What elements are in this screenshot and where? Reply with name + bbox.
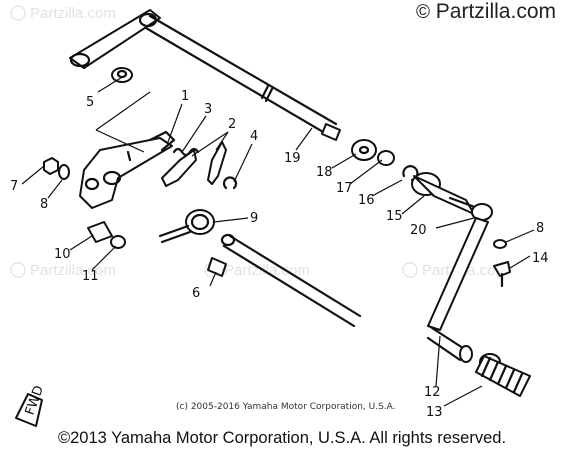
callout-labels: 1 2 3 4 5 6 7 8 8 9 10 11 12 13 14 15 16…	[10, 89, 549, 420]
bolt-10	[87, 221, 126, 249]
callout-11: 11	[82, 269, 99, 284]
foot-rubber-13	[475, 353, 531, 397]
callout-5: 5	[86, 95, 94, 110]
circlip-4	[222, 176, 238, 190]
shift-lever-assembly	[79, 130, 176, 209]
washer-8-right	[493, 239, 507, 249]
shift-shaft	[69, 9, 341, 141]
callout-19: 19	[284, 151, 301, 166]
callout-12: 12	[424, 385, 441, 400]
stopper-pin-6	[207, 257, 227, 277]
watermark-mid-left: Partzilla.com	[10, 262, 116, 279]
callout-2: 2	[228, 117, 236, 132]
callout-13: 13	[426, 405, 443, 420]
watermark-top-left: Partzilla.com	[10, 5, 116, 22]
callout-8-right: 8	[536, 221, 544, 236]
callout-17: 17	[336, 181, 353, 196]
lower-shaft	[220, 233, 362, 328]
callout-4: 4	[250, 129, 258, 144]
spring-3	[172, 147, 200, 157]
return-spring-9	[158, 209, 215, 244]
footer-copyright: ©2013 Yamaha Motor Corporation, U.S.A. A…	[57, 429, 507, 447]
callout-20: 20	[410, 223, 427, 238]
partzilla-brand: © Partzilla.com	[416, 0, 556, 24]
callout-18: 18	[316, 165, 333, 180]
leader-lines	[21, 75, 535, 407]
callout-14: 14	[532, 251, 549, 266]
brand-site-text: Partzilla.com	[435, 0, 556, 23]
callout-6: 6	[192, 286, 200, 301]
shift-pawls	[161, 141, 227, 187]
washer-18	[351, 139, 377, 161]
svg-text:Partzilla.com: Partzilla.com	[30, 262, 116, 279]
fwd-arrow-badge: FWD	[15, 384, 47, 427]
inner-copyright-line: (c) 2005-2016 Yamaha Motor Corporation, …	[176, 402, 396, 412]
callout-9: 9	[250, 211, 258, 226]
washer-17	[377, 150, 395, 166]
washer-5	[111, 67, 133, 83]
callout-15: 15	[386, 209, 403, 224]
bolt-14	[493, 261, 511, 288]
svg-text:FWD: FWD	[23, 384, 47, 418]
washer-8-left	[58, 164, 70, 180]
callout-10: 10	[54, 247, 71, 262]
callout-8-left: 8	[40, 197, 48, 212]
callout-7: 7	[10, 179, 18, 194]
callout-16: 16	[358, 193, 375, 208]
copyright-symbol: ©	[415, 2, 430, 23]
svg-text:Partzilla.com: Partzilla.com	[224, 262, 310, 279]
callout-1: 1	[181, 89, 189, 104]
callout-3: 3	[204, 102, 212, 117]
svg-text:Partzilla.com: Partzilla.com	[30, 5, 116, 22]
shift-pedal-12	[426, 203, 493, 363]
nut-7	[43, 157, 59, 175]
